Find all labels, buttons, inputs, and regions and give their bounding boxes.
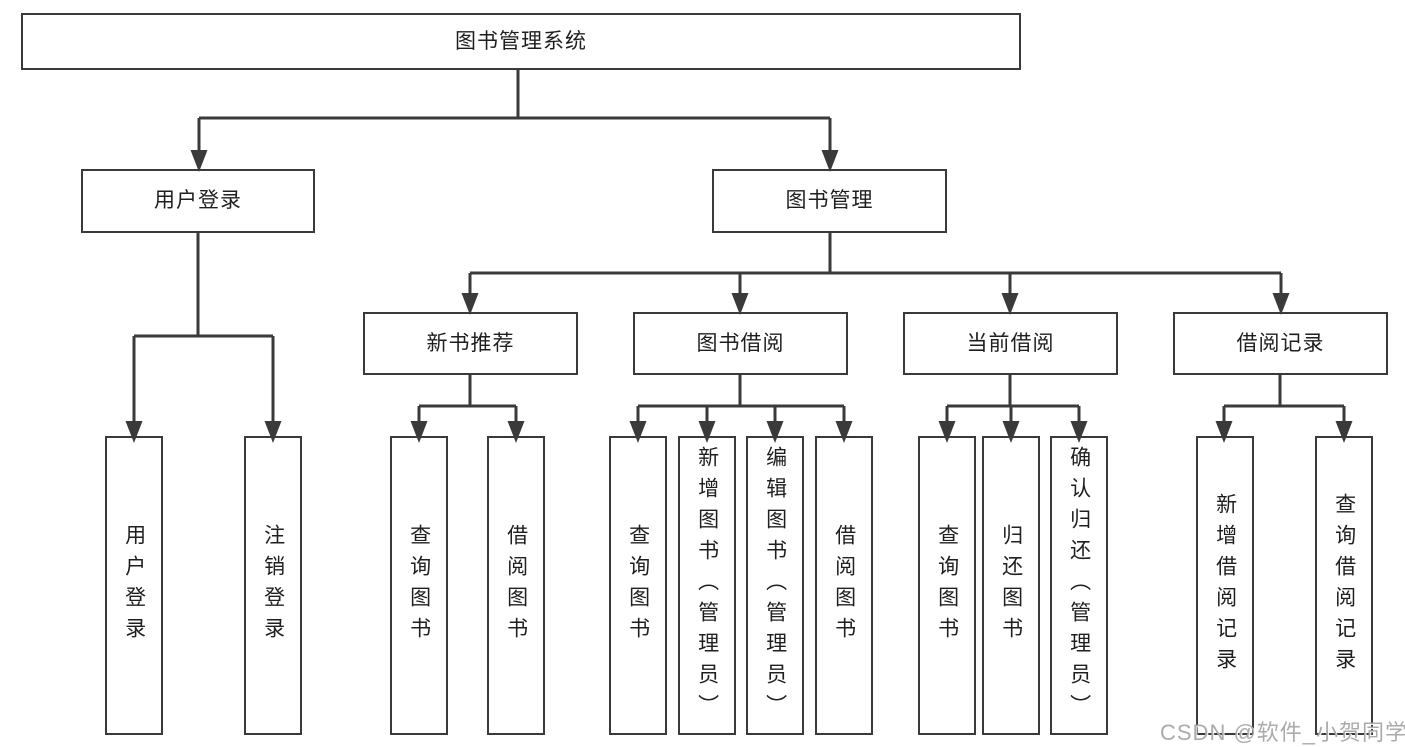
- leaf-logout: 注销登录: [244, 436, 302, 735]
- leaf-edit-books-admin: 编辑图书（管理员）: [746, 436, 804, 735]
- connector-root-to-level2: [190, 68, 839, 172]
- node-current-borrowing: 当前借阅: [903, 312, 1118, 375]
- leaf-add-books-admin: 新增图书（管理员）: [678, 436, 736, 735]
- leaf-user-login: 用户登录: [105, 436, 163, 735]
- leaf-borrow-books-recommend: 借阅图书: [487, 436, 545, 735]
- node-book-management: 图书管理: [712, 169, 947, 233]
- connector-new-book-rec-children: [410, 374, 525, 443]
- leaf-borrow-books-borrowing: 借阅图书: [815, 436, 873, 735]
- node-root-system: 图书管理系统: [21, 13, 1021, 70]
- connector-user-login-children: [125, 231, 282, 443]
- leaf-add-borrow-record: 新增借阅记录: [1196, 436, 1254, 735]
- leaf-query-books-recommend: 查询图书: [390, 436, 448, 735]
- leaf-query-books-borrowing: 查询图书: [609, 436, 667, 735]
- csdn-watermark: CSDN @软件_小贺同学: [1160, 720, 1405, 745]
- connector-book-borrowing-children: [629, 374, 853, 443]
- leaf-query-borrow-record: 查询借阅记录: [1315, 436, 1373, 735]
- node-borrow-records: 借阅记录: [1173, 312, 1388, 375]
- connector-book-mgmt-children: [461, 231, 1290, 315]
- connector-current-borrowing-children: [938, 374, 1088, 443]
- node-user-login: 用户登录: [81, 169, 315, 233]
- connector-borrow-records-children: [1215, 374, 1353, 443]
- leaf-return-books: 归还图书: [982, 436, 1040, 735]
- leaf-confirm-return-admin: 确认归还（管理员）: [1050, 436, 1108, 735]
- leaf-query-books-current: 查询图书: [918, 436, 976, 735]
- node-book-borrowing: 图书借阅: [633, 312, 848, 375]
- node-new-book-recommend: 新书推荐: [363, 312, 578, 375]
